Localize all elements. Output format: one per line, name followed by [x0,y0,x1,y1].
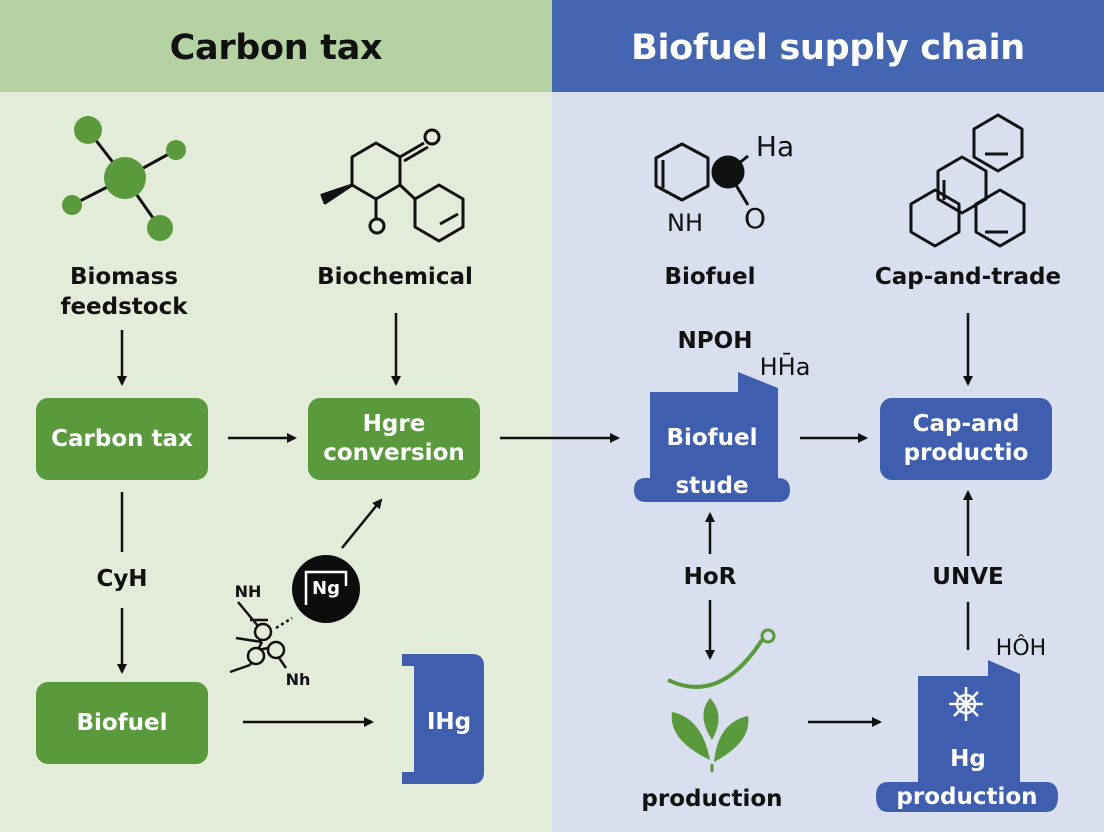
npoh-label: NPOH [677,328,753,354]
hgre-conversion-box: Hgre conversion [308,398,480,480]
biofuel-molecule-icon [654,142,750,206]
biomass-network-icon [62,116,186,241]
biofuel-supply-chain-title: Biofuel supply chain [631,28,1025,68]
right-flow-arrows [705,313,973,727]
ha-atom-label: Ha [755,130,795,163]
left-flow-arrows [117,313,620,727]
ihg-label: IHg [426,709,472,735]
carbon-tax-header: Carbon tax [0,0,552,92]
hor-label: HoR [683,564,737,590]
oxygen-atom-label: O [416,120,446,121]
biofuel-box: Biofuel [36,682,208,764]
carbon-tax-title: Carbon tax [169,28,383,68]
biochemical-molecule-icon [320,128,465,243]
biofuel-label: Biofuel [664,264,756,290]
ng-badge-label: Ng [312,578,340,599]
nh-ring-atom-label: NH [667,209,703,237]
sun-icon [949,687,983,721]
plant-leaf-icon [667,628,776,772]
nh-atom-label: NH [234,582,262,601]
ihg-shape [402,654,484,784]
ng-badge-icon [292,555,360,623]
biochemical-label: Biochemical [317,264,473,290]
hoh-label: HÔH [995,636,1047,661]
o-ring-atom-label: O [743,202,767,235]
cap-and-trade-molecule-icon [909,113,1026,248]
nitrogen-molecule-icon [229,601,293,674]
cap-and-production-box: Cap-and productio [880,398,1052,480]
biofuel-stude-house [634,372,790,502]
biomass-feedstock-label: Biomass feedstock [60,264,188,320]
cap-and-trade-label: Cap-and-trade [874,264,1062,290]
cyh-label: CyH [96,566,148,592]
unve-label: UNVE [932,564,1004,590]
hha-label: HH̄a [759,353,811,381]
nh-bottom-atom-label: Nh [285,670,311,689]
production-label: production [641,786,783,812]
hg-production-line1: Hg [950,746,986,772]
biofuel-supply-chain-header: Biofuel supply chain [552,0,1104,92]
biofuel-stude-line1: Biofuel [666,425,758,451]
hg-production-house [876,660,1058,812]
carbon-tax-box: Carbon tax [36,398,208,480]
hg-production-line2: production [896,784,1038,810]
biofuel-stude-line2: stude [675,473,749,499]
